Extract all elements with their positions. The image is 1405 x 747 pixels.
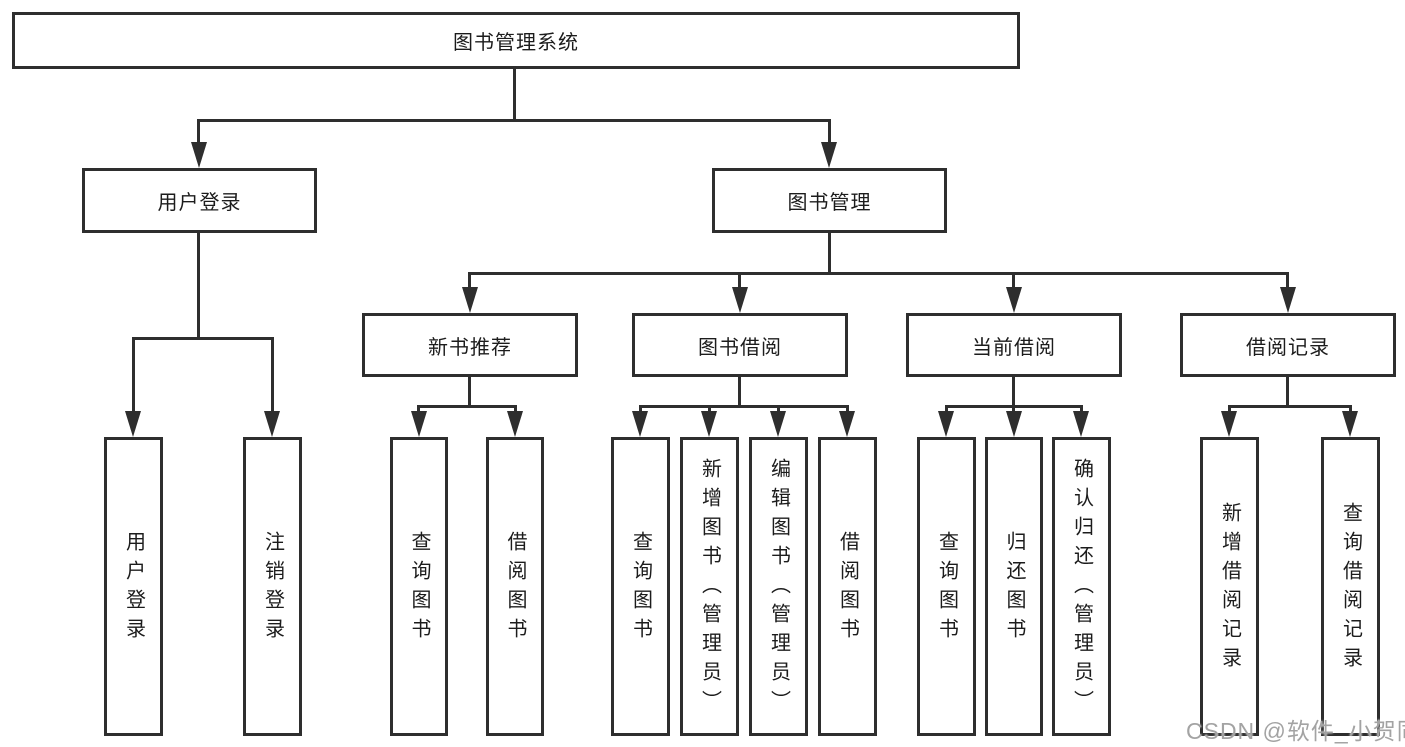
arrow-down-icon — [507, 411, 523, 437]
connector-line — [468, 272, 1289, 275]
leaf-add-borrow-record: 新增借阅记录 — [1200, 437, 1259, 736]
leaf-query-books-current: 查询图书 — [917, 437, 976, 736]
connector-line — [514, 405, 517, 415]
connector-line — [1012, 272, 1015, 290]
node-new-book-recommend: 新书推荐 — [362, 313, 578, 377]
connector-line — [1349, 405, 1352, 415]
node-book-management: 图书管理 — [712, 168, 947, 233]
leaf-borrow-book: 借阅图书 — [818, 437, 877, 736]
node-user-login: 用户登录 — [82, 168, 317, 233]
arrow-down-icon — [1280, 287, 1296, 313]
leaf-edit-book-admin: 编辑图书（管理员） — [749, 437, 808, 736]
connector-line — [271, 337, 274, 413]
leaf-add-book-admin: 新增图书（管理员） — [680, 437, 739, 736]
connector-line — [777, 405, 780, 415]
connector-line — [417, 405, 420, 415]
arrow-down-icon — [1221, 411, 1237, 437]
connector-line — [417, 405, 517, 408]
connector-line — [468, 377, 471, 408]
arrow-down-icon — [839, 411, 855, 437]
arrow-down-icon — [701, 411, 717, 437]
connector-line — [1012, 377, 1015, 408]
connector-line — [708, 405, 711, 415]
connector-line — [197, 119, 200, 145]
node-library-system: 图书管理系统 — [12, 12, 1020, 69]
node-borrow-records: 借阅记录 — [1180, 313, 1396, 377]
leaf-confirm-return-admin: 确认归还（管理员） — [1052, 437, 1111, 736]
node-book-borrow: 图书借阅 — [632, 313, 848, 377]
arrow-down-icon — [632, 411, 648, 437]
connector-line — [639, 405, 642, 415]
arrow-down-icon — [938, 411, 954, 437]
connector-line — [828, 233, 831, 275]
connector-line — [1228, 405, 1231, 415]
connector-line — [1012, 405, 1015, 415]
connector-line — [197, 233, 200, 340]
arrow-down-icon — [821, 142, 837, 168]
arrow-down-icon — [1073, 411, 1089, 437]
connector-line — [132, 337, 274, 340]
arrow-down-icon — [125, 411, 141, 437]
node-current-borrow: 当前借阅 — [906, 313, 1122, 377]
leaf-query-books-recommend: 查询图书 — [390, 437, 448, 736]
connector-line — [738, 377, 741, 408]
connector-line — [639, 405, 849, 408]
arrow-down-icon — [411, 411, 427, 437]
connector-line — [738, 272, 741, 290]
connector-line — [132, 337, 135, 413]
connector-line — [945, 405, 948, 415]
leaf-query-borrow-record: 查询借阅记录 — [1321, 437, 1380, 736]
arrow-down-icon — [264, 411, 280, 437]
arrow-down-icon — [462, 287, 478, 313]
csdn-watermark: CSDN @软件_小贺同学 — [1186, 718, 1405, 744]
connector-line — [1286, 272, 1289, 290]
arrow-down-icon — [732, 287, 748, 313]
arrow-down-icon — [191, 142, 207, 168]
arrow-down-icon — [1342, 411, 1358, 437]
leaf-query-books-borrow: 查询图书 — [611, 437, 670, 736]
connector-line — [197, 119, 831, 122]
leaf-user-login: 用户登录 — [104, 437, 163, 736]
arrow-down-icon — [1006, 287, 1022, 313]
connector-line — [1228, 405, 1352, 408]
connector-line — [1080, 405, 1083, 415]
connector-line — [846, 405, 849, 415]
leaf-return-book: 归还图书 — [985, 437, 1043, 736]
leaf-borrow-books-recommend: 借阅图书 — [486, 437, 544, 736]
leaf-logout-login: 注销登录 — [243, 437, 302, 736]
arrow-down-icon — [770, 411, 786, 437]
connector-line — [513, 69, 516, 122]
connector-line — [468, 272, 471, 290]
connector-line — [828, 119, 831, 145]
connector-line — [1286, 377, 1289, 408]
arrow-down-icon — [1006, 411, 1022, 437]
